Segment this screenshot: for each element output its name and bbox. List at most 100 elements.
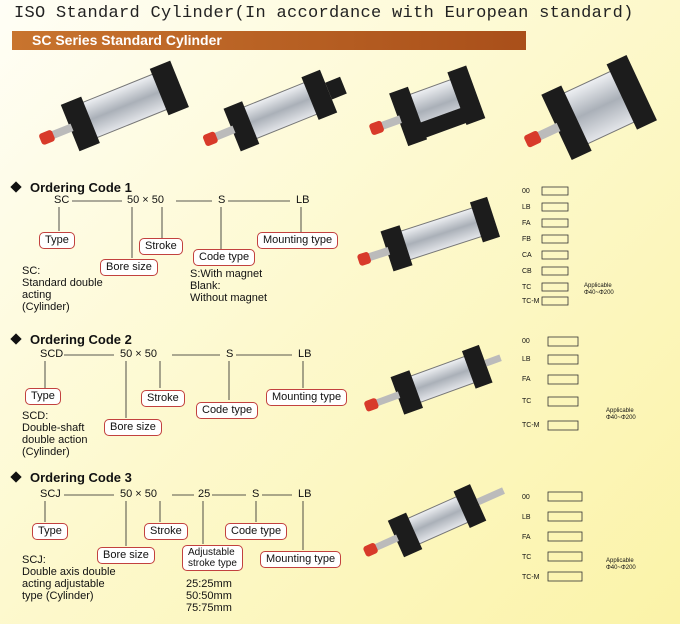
mount-code: CA — [522, 252, 532, 259]
mount-code: FB — [522, 236, 531, 243]
code2-heading-text: Ordering Code 2 — [30, 332, 132, 347]
code3-part-adjust: 25 — [198, 488, 211, 500]
desc-line: SC: — [22, 265, 41, 277]
page-title: ISO Standard Cylinder(In accordance with… — [14, 4, 634, 23]
desc-line: SCJ: — [22, 554, 46, 566]
desc-line: Standard double — [22, 277, 103, 289]
code1-description: SC: Standard double acting (Cylinder) — [22, 265, 103, 313]
code1-cylinder-photo — [357, 196, 501, 272]
code1-magnet-desc: S:With magnet Blank: Without magnet — [190, 268, 267, 304]
code2-part-magnet: S — [226, 348, 234, 360]
applicable-line: Applicable — [606, 408, 634, 414]
desc-line: (Cylinder) — [22, 301, 70, 313]
code1-bore-label: Bore size — [100, 259, 158, 276]
code2-bore-label: Bore size — [104, 419, 162, 436]
adjustable-line: stroke type — [188, 558, 237, 569]
mount-code: CB — [522, 268, 532, 275]
code1-part-bore-stroke: 50 × 50 — [127, 194, 165, 206]
mount-code: FA — [522, 534, 531, 541]
desc-line: acting — [22, 289, 52, 301]
code1-type-label: Type — [39, 232, 75, 249]
code3-stroke-label: Stroke — [144, 523, 188, 540]
mount-code: TC — [522, 554, 532, 561]
mount-code: TC — [522, 398, 532, 405]
code2-description: SCD: Double-shaft double action (Cylinde… — [22, 410, 87, 458]
code3-cylinder-photo — [363, 484, 505, 558]
code1-heading-text: Ordering Code 1 — [30, 180, 132, 195]
desc-line: type (Cylinder) — [22, 590, 94, 602]
applicable-line: Applicable — [606, 558, 634, 564]
mount-code: 00 — [522, 188, 530, 195]
stroke-option: 50:50mm — [186, 590, 232, 602]
code3-codetype-label: Code type — [225, 523, 288, 540]
series-banner: SC Series Standard Cylinder — [12, 31, 526, 50]
applicable-line: Applicable — [584, 283, 612, 289]
mount-code: TC-M — [522, 574, 540, 581]
magnet-line: Blank: — [190, 280, 221, 292]
mount-code: TC-M — [522, 422, 540, 429]
code3-heading: Ordering Code 3 — [10, 470, 132, 485]
desc-line: Double-shaft — [22, 422, 85, 434]
code1-codetype-label: Code type — [193, 249, 256, 266]
stroke-option: 75:75mm — [186, 602, 232, 614]
code3-stroke-options: 25:25mm 50:50mm 75:75mm — [186, 578, 232, 614]
code3-type-label: Type — [32, 523, 68, 540]
stroke-option: 25:25mm — [186, 578, 232, 590]
mount-code: TC-M — [522, 298, 540, 305]
code3-part-mount: LB — [298, 488, 312, 500]
code3-mounting-label: Mounting type — [260, 551, 342, 568]
mount-code: TC — [522, 284, 532, 291]
desc-line: (Cylinder) — [22, 446, 70, 458]
code3-bore-label: Bore size — [97, 547, 155, 564]
cylinder-photo-1 — [39, 60, 189, 152]
code3-part-type: SCJ — [40, 488, 61, 500]
code1-part-type: SC — [54, 194, 70, 206]
code1-mounting-label: Mounting type — [257, 232, 339, 249]
code2-cylinder-photo — [364, 344, 502, 415]
desc-line: double action — [22, 434, 88, 446]
mount-code: LB — [522, 514, 531, 521]
mount-code: 00 — [522, 494, 530, 501]
mount-sketch-icon — [541, 186, 569, 306]
code2-part-type: SCD — [40, 348, 64, 360]
code3-heading-text: Ordering Code 3 — [30, 470, 132, 485]
applicable-line: Φ40~Φ200 — [606, 565, 636, 571]
desc-line: Double axis double — [22, 566, 116, 578]
code2-heading: Ordering Code 2 — [10, 332, 132, 347]
magnet-line: Without magnet — [190, 292, 268, 304]
magnet-line: S:With magnet — [190, 268, 263, 280]
code3-description: SCJ: Double axis double acting adjustabl… — [22, 554, 116, 602]
mount-code: 00 — [522, 338, 530, 345]
code3-part-magnet: S — [252, 488, 260, 500]
mount-sketch-icon — [547, 491, 583, 582]
desc-line: SCD: — [22, 410, 49, 422]
code2-part-mount: LB — [298, 348, 312, 360]
code2-mounting-label: Mounting type — [266, 389, 348, 406]
applicable-line: Φ40~Φ200 — [606, 415, 636, 421]
mount-code: LB — [522, 356, 531, 363]
code1-part-magnet: S — [218, 194, 226, 206]
desc-line: acting adjustable — [22, 578, 105, 590]
adjustable-line: Adjustable — [188, 547, 235, 558]
mount-code: FA — [522, 376, 531, 383]
code1-heading: Ordering Code 1 — [10, 180, 132, 195]
mount-sketch-icon — [547, 336, 579, 431]
code2-codetype-label: Code type — [196, 402, 259, 419]
applicable-line: Φ40~Φ200 — [584, 290, 614, 296]
code2-stroke-label: Stroke — [141, 390, 185, 407]
cylinder-photo-2 — [202, 69, 347, 152]
code2-type-label: Type — [25, 388, 61, 405]
code1-part-mount: LB — [296, 194, 310, 206]
code3-part-bore-stroke: 50 × 50 — [120, 488, 158, 500]
banner-text: SC Series Standard Cylinder — [32, 32, 222, 48]
